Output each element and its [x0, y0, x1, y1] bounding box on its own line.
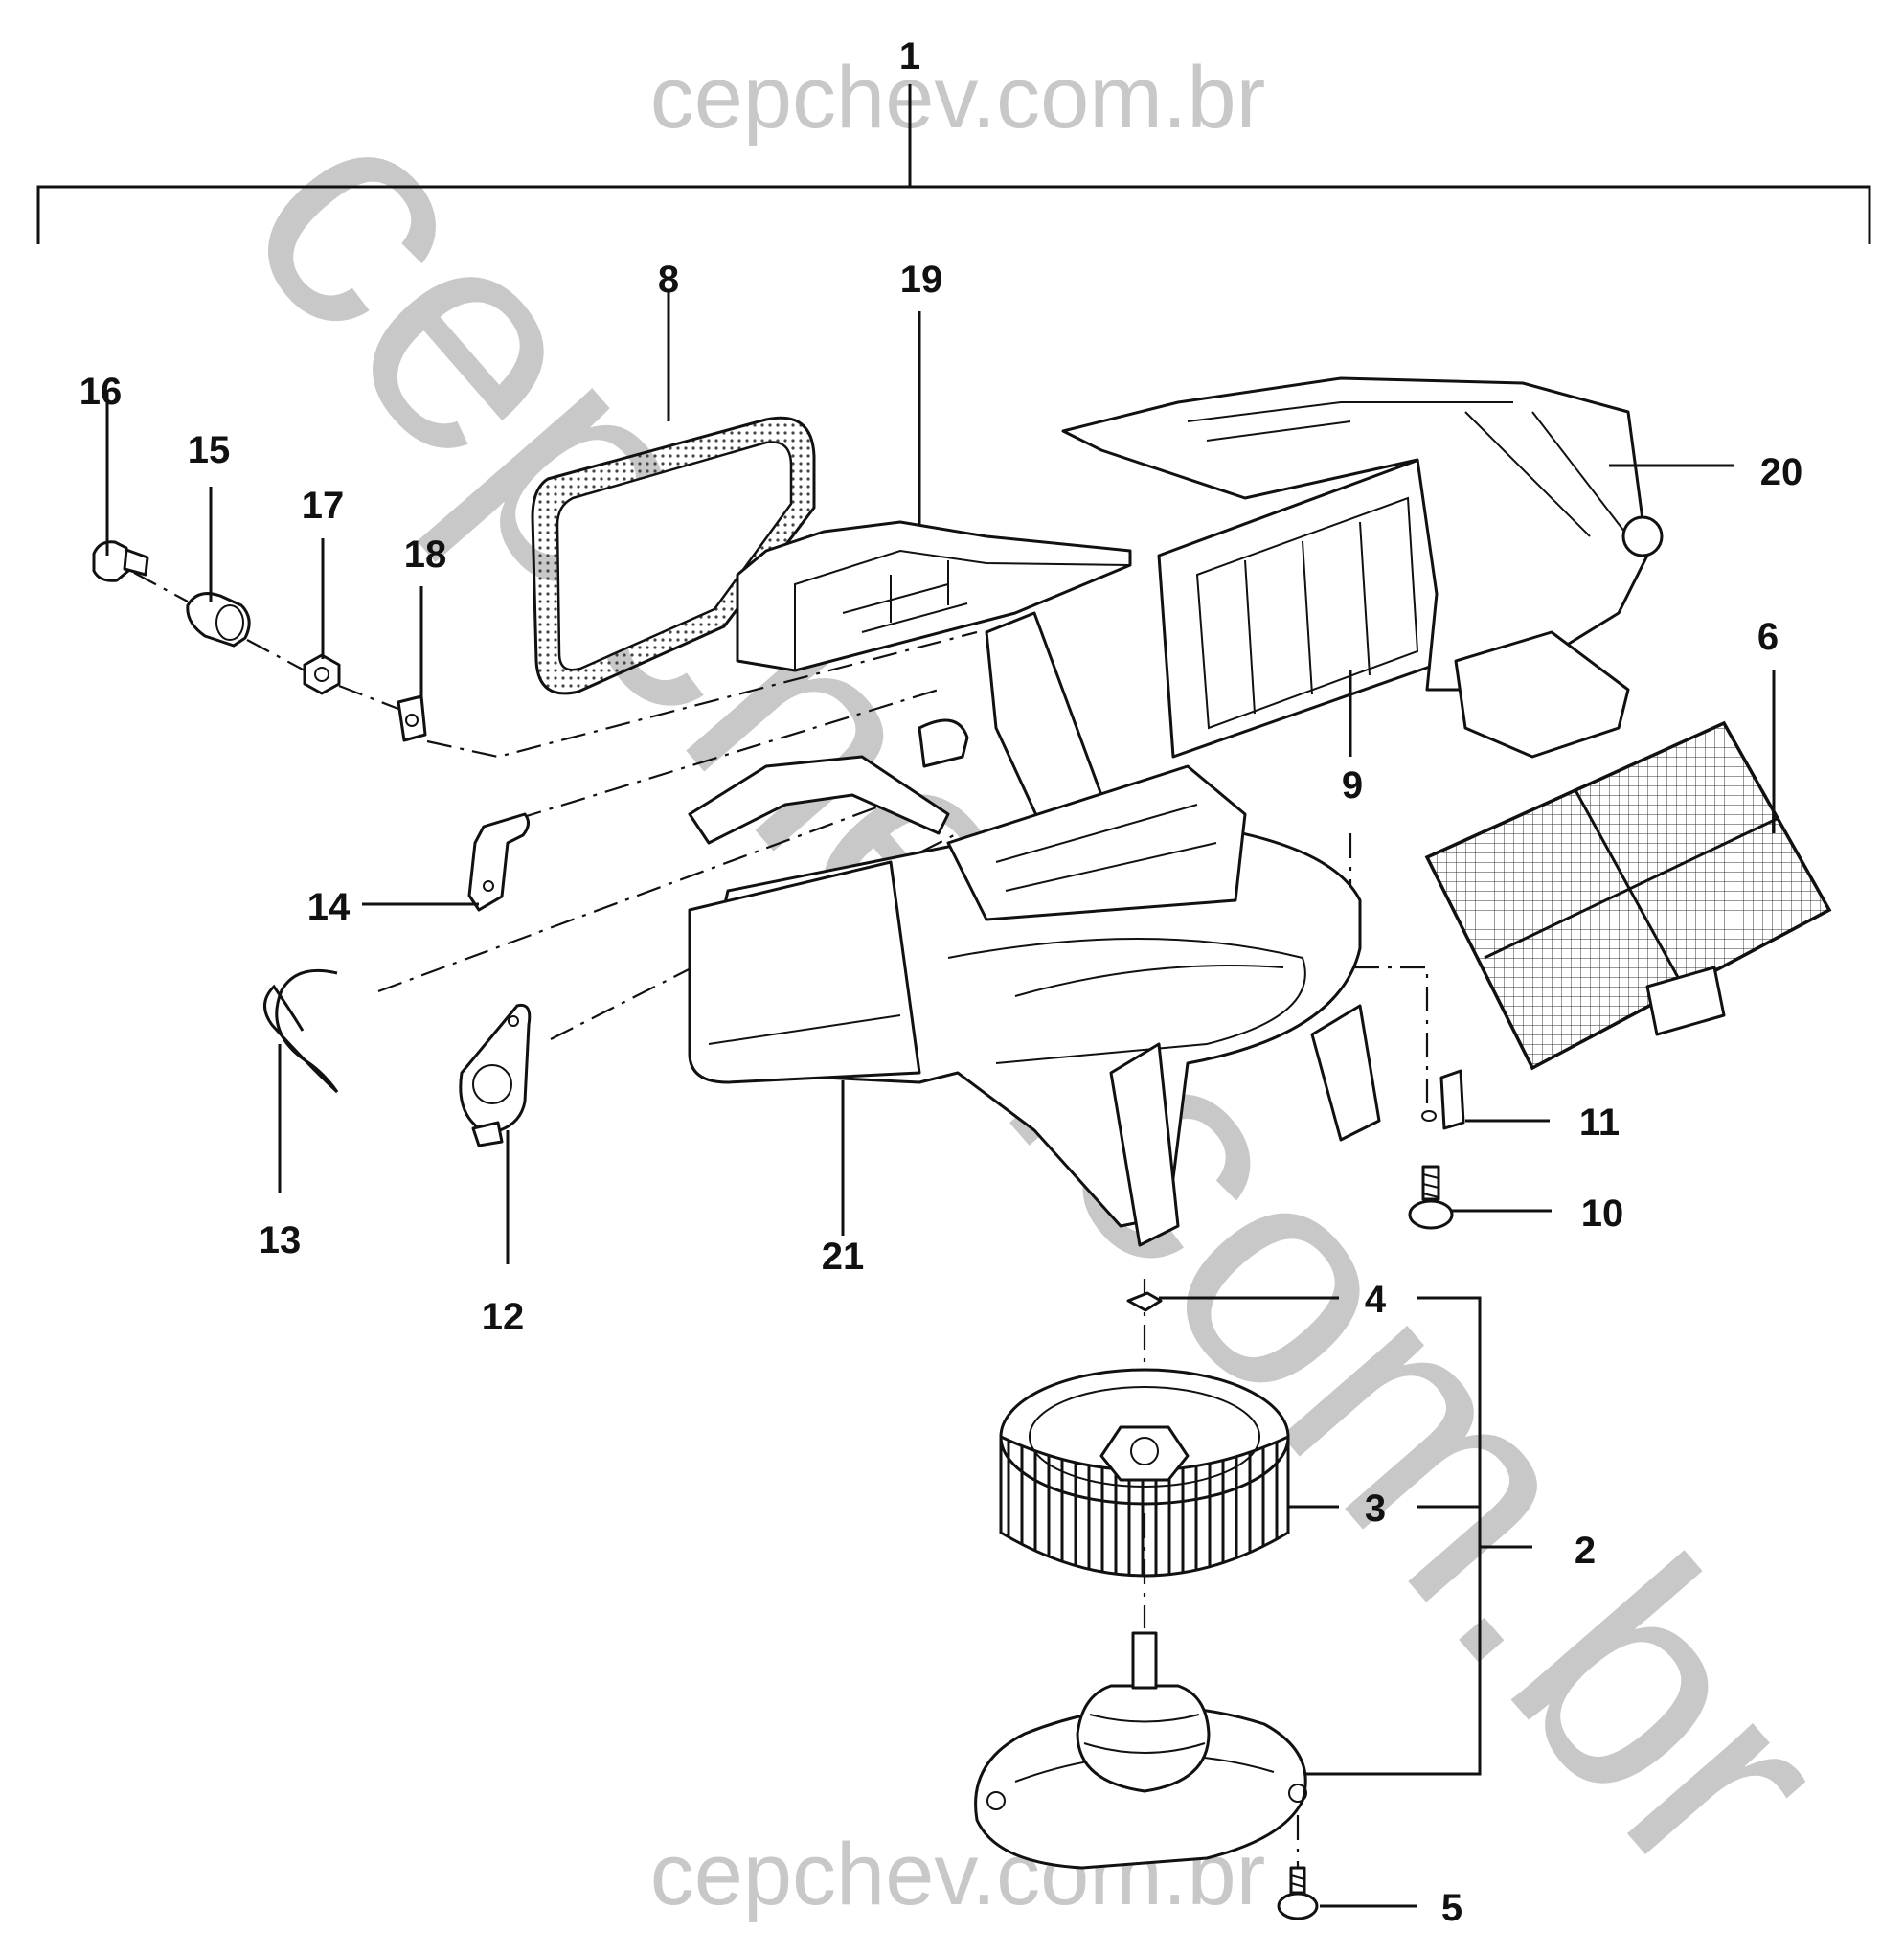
callout-21: 21	[822, 1236, 865, 1278]
callout-5: 5	[1441, 1887, 1462, 1929]
seal-plate-part	[459, 1003, 532, 1147]
guide-line	[133, 572, 189, 602]
callout-17: 17	[302, 485, 345, 527]
guide-line	[516, 688, 940, 821]
blower-motor-part	[974, 1631, 1307, 1870]
bolt-part	[92, 540, 149, 582]
screw-part	[1408, 1165, 1454, 1230]
blower-wheel-part	[999, 1368, 1290, 1578]
motor-screw-part	[1277, 1866, 1319, 1920]
callout-11: 11	[1579, 1102, 1620, 1144]
callout-12: 12	[482, 1296, 525, 1338]
bracket-part	[467, 812, 530, 912]
callout-3: 3	[1365, 1488, 1386, 1530]
callout-15: 15	[188, 429, 231, 471]
callout-4: 4	[1365, 1279, 1387, 1321]
blower-housing-part	[688, 520, 1381, 1247]
guide-line	[377, 793, 911, 993]
assembly-bracket	[36, 84, 1871, 244]
callout-13: 13	[259, 1219, 302, 1261]
spring-part	[263, 968, 339, 1094]
upper-housing-part	[1061, 376, 1664, 759]
guide-line	[246, 639, 306, 671]
callout-9: 9	[1342, 764, 1363, 807]
guide-line	[426, 630, 978, 759]
cabin-filter-part	[1424, 720, 1832, 1071]
callout-6: 6	[1757, 616, 1779, 658]
gasket-part	[531, 416, 816, 695]
retaining-clip-part	[1126, 1291, 1163, 1312]
bushing-part	[186, 592, 251, 648]
nut-part	[303, 653, 341, 695]
callout-19: 19	[900, 259, 943, 301]
callout-2: 2	[1575, 1530, 1596, 1572]
leader-lines	[105, 290, 1776, 1908]
callout-10: 10	[1581, 1193, 1624, 1235]
callout-1: 1	[899, 35, 920, 78]
callout-20: 20	[1760, 451, 1803, 493]
callout-8: 8	[658, 259, 679, 301]
clip-part	[397, 694, 427, 742]
callout-14: 14	[307, 886, 351, 928]
callout-16: 16	[79, 371, 123, 413]
retainer-clip-part	[1421, 1069, 1465, 1130]
filter-frame-part	[1157, 453, 1448, 759]
callout-18: 18	[404, 534, 447, 576]
watermark-top: cepchev.com.br	[650, 49, 1266, 147]
guide-line	[338, 684, 399, 711]
